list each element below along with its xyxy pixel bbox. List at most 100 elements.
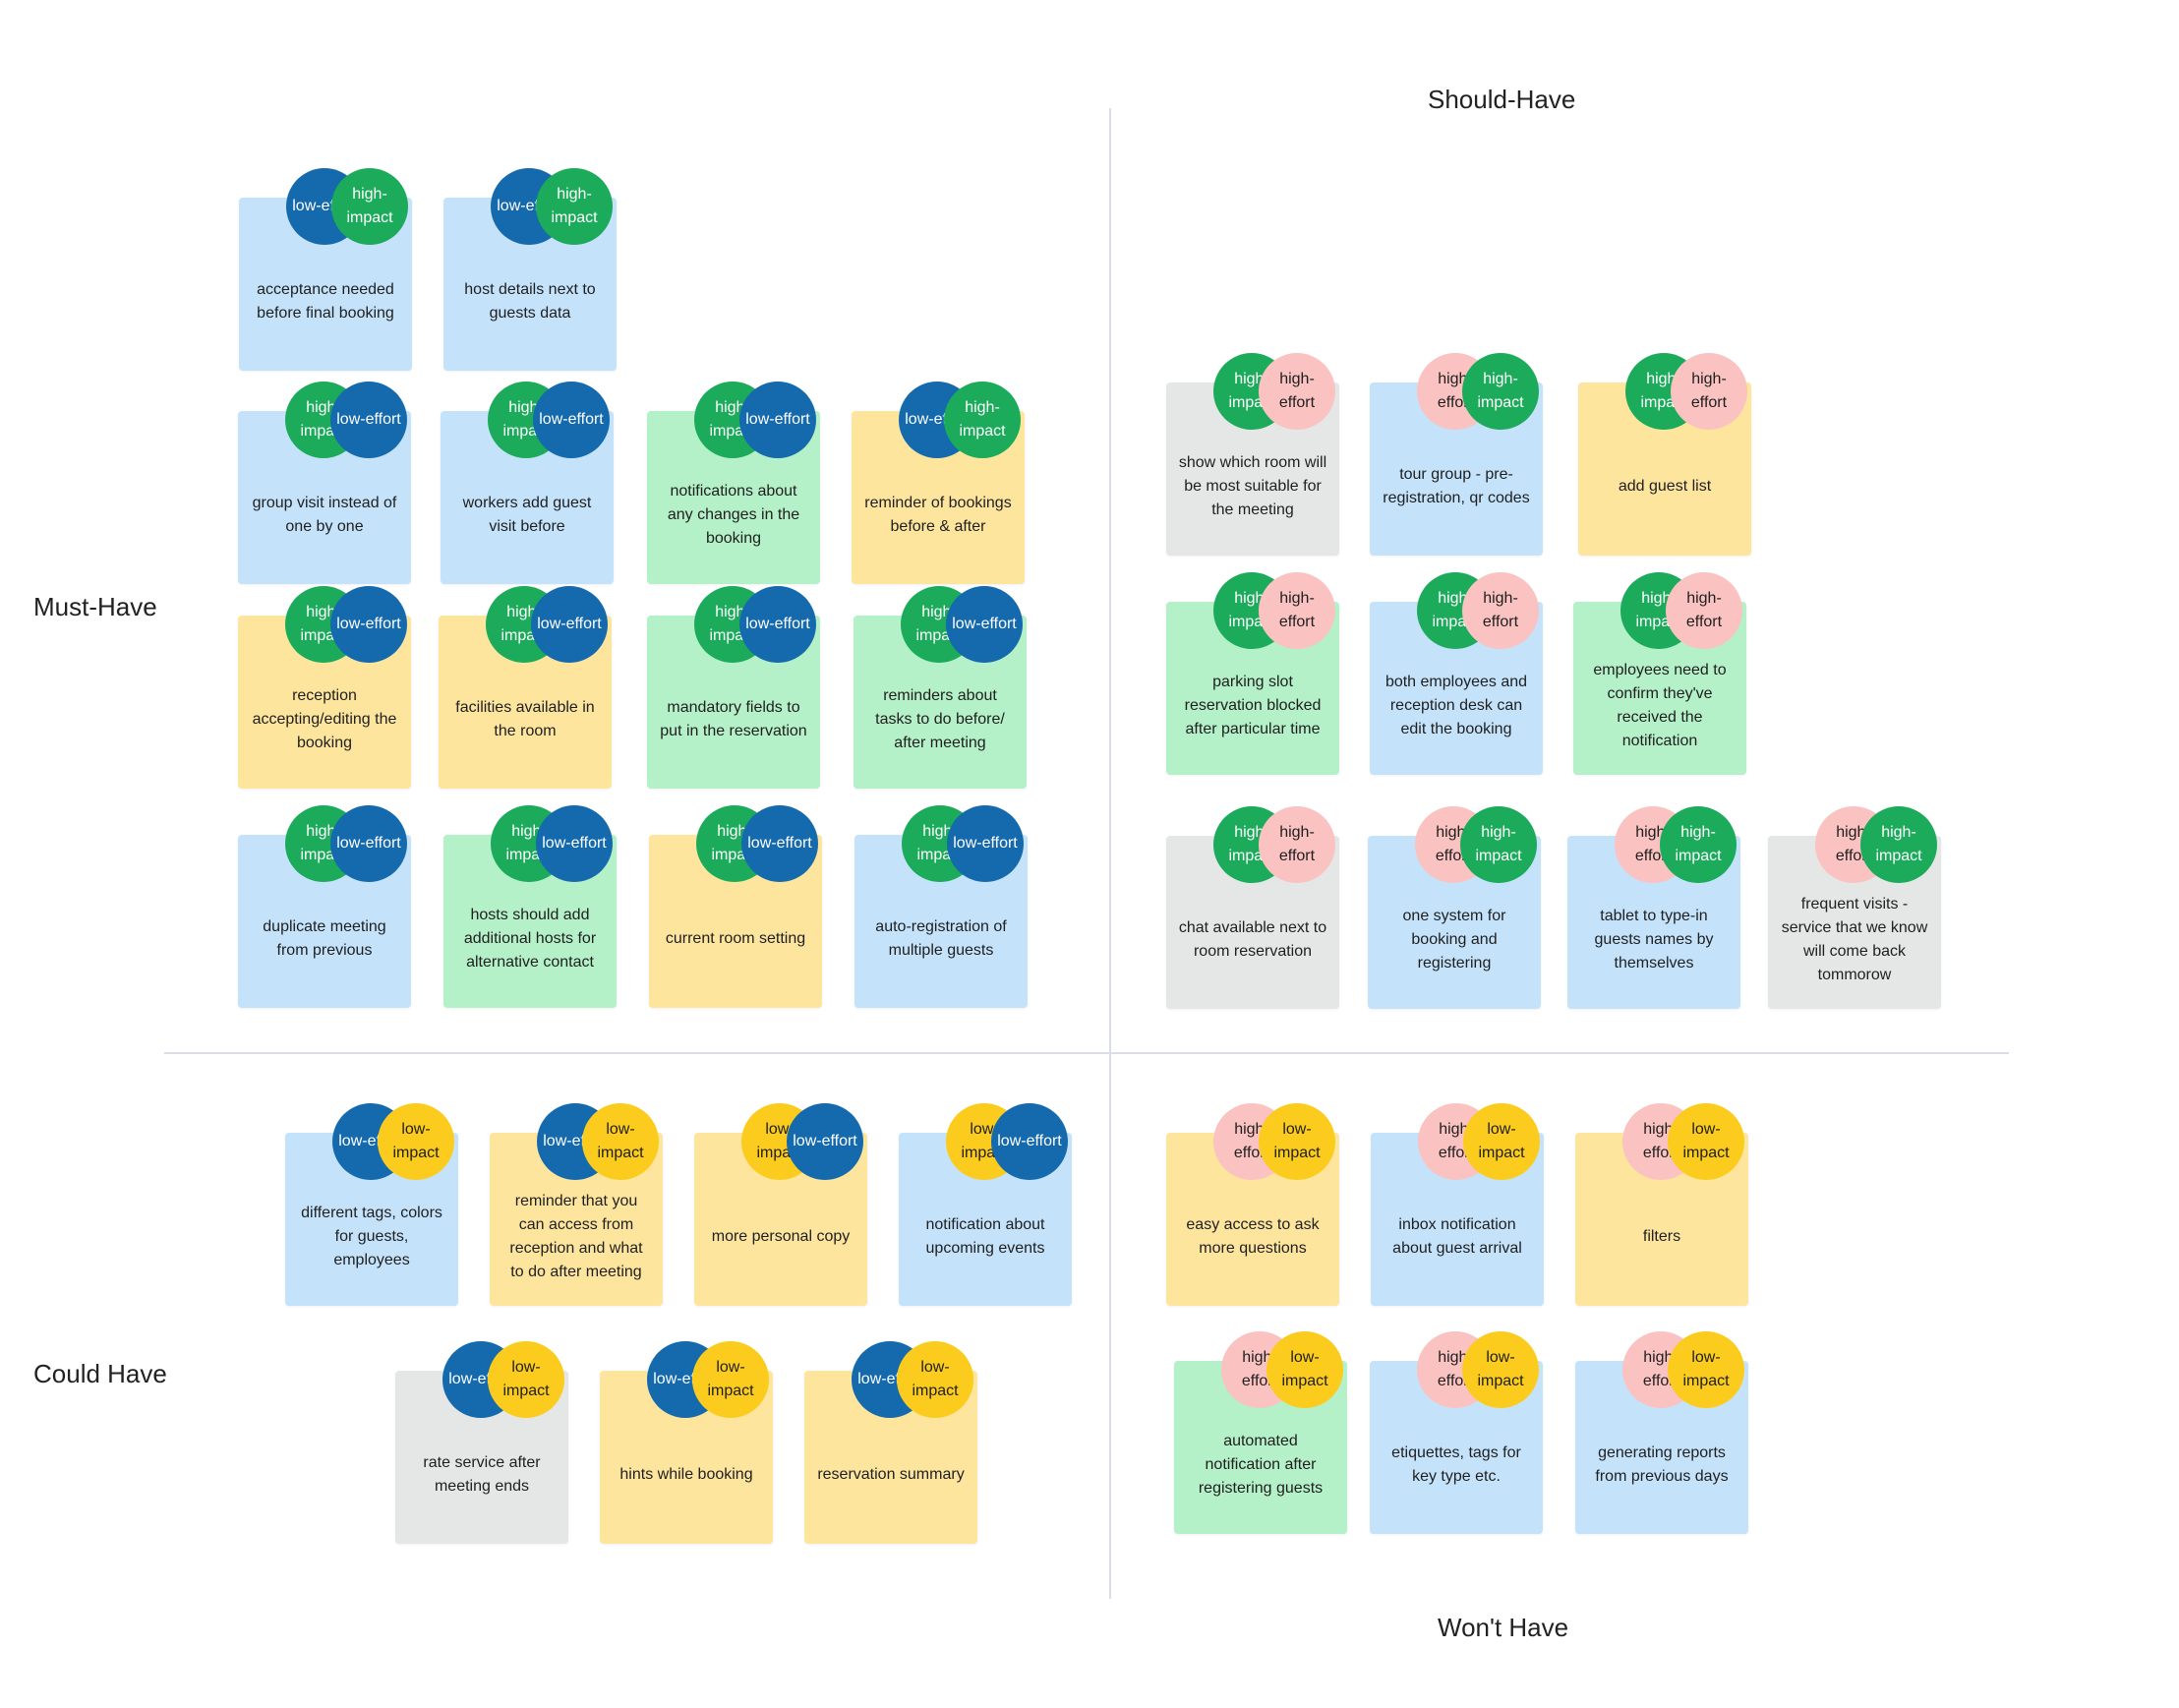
tag-dot-label: low-impact (1682, 1349, 1730, 1389)
tag-dot[interactable]: high-effort (1671, 353, 1747, 430)
sticky-note-text: reminders about tasks to do before/ afte… (875, 687, 1005, 751)
sticky-note-text: chat available next to room reservation (1178, 919, 1327, 960)
tag-dot[interactable]: low-effort (946, 586, 1023, 663)
tag-dot[interactable]: low-effort (991, 1103, 1068, 1180)
tag-dot-label: high-effort (1278, 824, 1316, 864)
tag-dot-label: low-effort (336, 835, 401, 852)
tag-dot-label: high-impact (346, 186, 393, 226)
tag-dot-label: low-effort (537, 616, 602, 632)
sticky-note-text: host details next to guests data (464, 281, 596, 322)
tag-dot-label: low-effort (745, 411, 810, 428)
tag-dot-label: low-effort (539, 411, 604, 428)
tag-dot-label: low-impact (1281, 1349, 1328, 1389)
vertical-divider (1109, 108, 1111, 1599)
sticky-note-text: reception accepting/editing the booking (252, 687, 397, 751)
tag-dot[interactable]: low-impact (1266, 1331, 1343, 1408)
sticky-note-text: hosts should add additional hosts for al… (463, 907, 597, 971)
sticky-note-text: facilities available in the room (455, 699, 595, 739)
tag-dot[interactable]: low-effort (330, 382, 407, 458)
sticky-note-text: add guest list (1618, 478, 1712, 495)
tag-dot[interactable]: high-effort (1259, 572, 1335, 649)
sticky-note-text: automated notification after registering… (1198, 1433, 1324, 1497)
tag-dot[interactable]: low-effort (739, 382, 816, 458)
sticky-note-text: rate service after meeting ends (423, 1454, 541, 1495)
sticky-note-text: mandatory fields to put in the reservati… (660, 699, 807, 739)
tag-dot[interactable]: low-effort (531, 586, 608, 663)
wont-have-label: Won't Have (1438, 1613, 1569, 1642)
sticky-note-text: etiquettes, tags for key type etc. (1391, 1444, 1521, 1485)
sticky-note-text: auto-registration of multiple guests (875, 918, 1007, 959)
tag-dot[interactable]: low-effort (741, 805, 818, 882)
tag-dot[interactable]: low-effort (330, 586, 407, 663)
tag-dot-label: low-effort (952, 616, 1017, 632)
tag-dot[interactable]: low-effort (787, 1103, 863, 1180)
could-have-label: Could Have (33, 1359, 167, 1388)
tag-dot[interactable]: low-effort (947, 805, 1024, 882)
tag-dot[interactable]: low-impact (1668, 1103, 1744, 1180)
tag-dot-label: low-impact (502, 1359, 550, 1399)
tag-dot[interactable]: high-effort (1259, 806, 1335, 883)
tag-dot[interactable]: low-impact (1259, 1103, 1335, 1180)
tag-dot[interactable]: low-impact (1463, 1103, 1540, 1180)
sticky-note-text: inbox notification about guest arrival (1392, 1216, 1522, 1257)
tag-dot[interactable]: low-impact (378, 1103, 454, 1180)
sticky-note-text: tour group - pre-registration, qr codes (1383, 466, 1530, 506)
horizontal-divider (164, 1052, 2009, 1054)
sticky-note-text: more personal copy (711, 1228, 851, 1245)
tag-dot-label: high-impact (551, 186, 598, 226)
sticky-note-text: one system for booking and registering (1402, 908, 1506, 972)
tag-dot[interactable]: low-effort (739, 586, 816, 663)
tag-dot[interactable]: low-effort (536, 805, 613, 882)
sticky-note[interactable]: employees need to confirm they've receiv… (1573, 602, 1746, 775)
tag-dot[interactable]: low-impact (1668, 1331, 1744, 1408)
tag-dot[interactable]: low-effort (330, 805, 407, 882)
tag-dot-label: low-effort (793, 1133, 857, 1149)
tag-dot[interactable]: high-effort (1259, 353, 1335, 430)
should-have-label: Should-Have (1428, 85, 1576, 114)
tag-dot-label: low-effort (953, 835, 1018, 852)
tag-dot[interactable]: high-impact (331, 168, 408, 245)
tag-dot-label: low-impact (707, 1359, 754, 1399)
sticky-note-text: filters (1642, 1228, 1681, 1245)
tag-dot-label: low-effort (745, 616, 810, 632)
sticky-note-text: different tags, colors for guests, emplo… (301, 1205, 442, 1268)
tag-dot-label: low-impact (1477, 1349, 1524, 1389)
sticky-note-text: reservation summary (817, 1466, 965, 1483)
tag-dot-label: low-impact (392, 1121, 440, 1161)
tag-dot[interactable]: low-impact (1462, 1331, 1539, 1408)
tag-dot[interactable]: high-effort (1462, 572, 1539, 649)
tag-dot-label: low-impact (912, 1359, 959, 1399)
sticky-note-text: easy access to ask more questions (1186, 1216, 1320, 1257)
tag-dot[interactable]: low-impact (897, 1341, 973, 1418)
sticky-note-text: duplicate meeting from previous (263, 918, 386, 959)
tag-dot-label: high-impact (1875, 824, 1922, 864)
tag-dot-label: low-impact (1273, 1121, 1321, 1161)
sticky-note-text: notifications about any changes in the b… (667, 483, 800, 547)
sticky-note-text: employees need to confirm they've receiv… (1593, 662, 1727, 749)
tag-dot[interactable]: high-impact (1460, 806, 1537, 883)
tag-dot-label: high-impact (1475, 824, 1522, 864)
tag-dot-label: low-impact (1478, 1121, 1525, 1161)
tag-dot-label: high-effort (1690, 371, 1728, 411)
tag-dot-label: low-effort (336, 616, 401, 632)
tag-dot[interactable]: high-impact (944, 382, 1021, 458)
tag-dot[interactable]: high-impact (536, 168, 613, 245)
sticky-note-text: generating reports from previous days (1595, 1444, 1729, 1485)
tag-dot[interactable]: high-impact (1462, 353, 1539, 430)
tag-dot-label: high-impact (959, 399, 1006, 440)
tag-dot-label: low-effort (542, 835, 607, 852)
sticky-note-text: frequent visits - service that we know w… (1781, 896, 1928, 983)
tag-dot[interactable]: high-impact (1660, 806, 1737, 883)
tag-dot[interactable]: low-effort (533, 382, 610, 458)
tag-dot[interactable]: low-impact (488, 1341, 564, 1418)
tag-dot[interactable]: low-impact (582, 1103, 659, 1180)
tag-dot-label: low-effort (336, 411, 401, 428)
sticky-note-text: both employees and reception desk can ed… (1384, 674, 1528, 737)
sticky-note-text: current room setting (665, 930, 806, 947)
sticky-note-text: parking slot reservation blocked after p… (1184, 674, 1322, 737)
tag-dot[interactable]: high-impact (1860, 806, 1937, 883)
tag-dot-label: high-effort (1278, 371, 1316, 411)
tag-dot[interactable]: high-effort (1666, 572, 1742, 649)
tag-dot[interactable]: low-impact (692, 1341, 769, 1418)
